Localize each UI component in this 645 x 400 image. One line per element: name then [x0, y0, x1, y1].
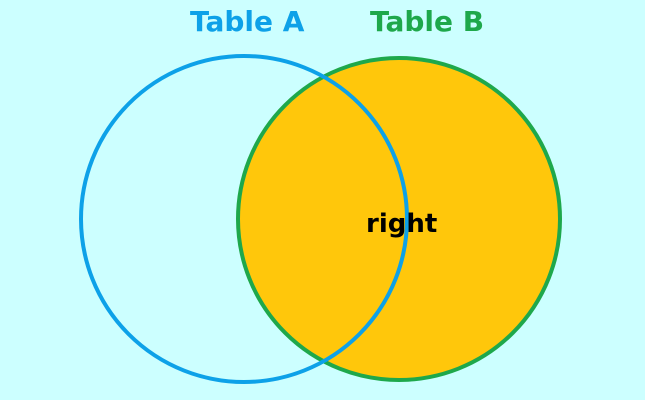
table-b-label: Table B: [370, 5, 485, 38]
table-a-circle: [79, 54, 409, 384]
join-type-label: right: [366, 209, 438, 239]
table-a-label: Table A: [190, 5, 305, 38]
table-b-circle: [236, 56, 562, 382]
